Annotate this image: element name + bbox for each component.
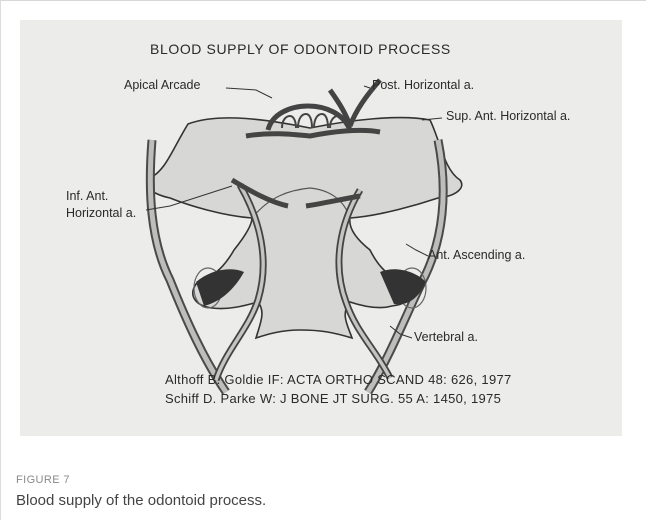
label-inf-ant-line2: Horizontal a. [66,205,136,222]
reference-1: Althoff B. Goldie IF: ACTA ORTHO SCAND 4… [165,372,512,387]
left-rule [0,0,1,520]
label-post-horizontal: Post. Horizontal a. [372,78,474,92]
caption-text: Blood supply of the odontoid process. [16,492,266,509]
label-sup-ant-horizontal: Sup. Ant. Horizontal a. [446,109,570,123]
figure-title: BLOOD SUPPLY OF ODONTOID PROCESS [150,41,451,57]
figure-panel: BLOOD SUPPLY OF ODONTOID PROCESS Apical … [20,20,622,436]
label-ant-ascending: Ant. Ascending a. [428,248,525,262]
label-vertebral: Vertebral a. [414,330,478,344]
label-inf-ant-line1: Inf. Ant. [66,188,136,205]
reference-2: Schiff D. Parke W: J BONE JT SURG. 55 A:… [165,391,501,406]
top-rule [0,0,646,1]
label-inf-ant-horizontal: Inf. Ant. Horizontal a. [66,188,136,222]
label-apical-arcade: Apical Arcade [124,78,200,92]
caption-label: FIGURE 7 [16,474,70,486]
